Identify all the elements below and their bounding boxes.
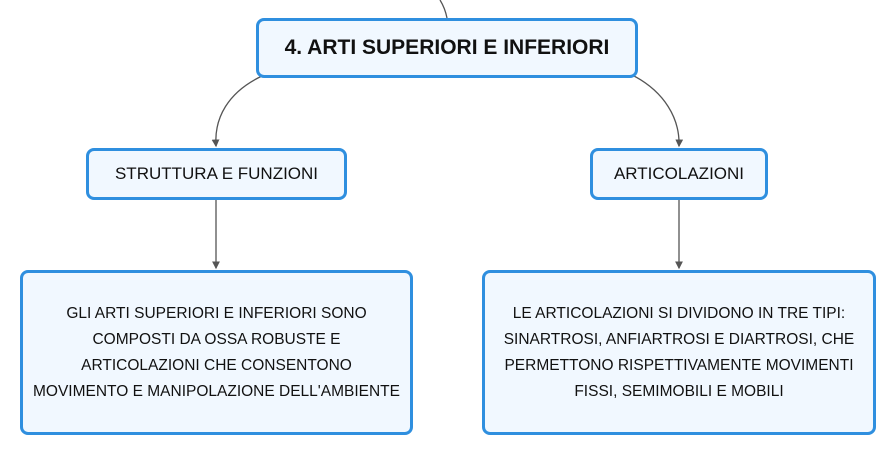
connector-root-to-left <box>211 75 263 148</box>
detail-node-articolazioni[interactable]: LE ARTICOLAZIONI SI DIVIDONO IN TRE TIPI… <box>482 270 876 435</box>
connector-from-parent <box>439 0 448 19</box>
subtopic-label-articolazioni: ARTICOLAZIONI <box>613 164 745 183</box>
subtopic-node-articolazioni[interactable]: ARTICOLAZIONI <box>590 148 768 200</box>
connector-root-to-right <box>633 75 684 148</box>
detail-node-struttura[interactable]: GLI ARTI SUPERIORI E INFERIORI SONO COMP… <box>20 270 413 435</box>
root-topic-label: 4. ARTI SUPERIORI E INFERIORI <box>284 36 610 59</box>
root-topic-node[interactable]: 4. ARTI SUPERIORI E INFERIORI <box>256 18 638 78</box>
subtopic-label-struttura: STRUTTURA E FUNZIONI <box>114 164 319 183</box>
detail-text-struttura: GLI ARTI SUPERIORI E INFERIORI SONO COMP… <box>33 304 400 400</box>
detail-text-articolazioni: LE ARTICOLAZIONI SI DIVIDONO IN TRE TIPI… <box>503 304 855 400</box>
subtopic-node-struttura[interactable]: STRUTTURA E FUNZIONI <box>86 148 347 200</box>
